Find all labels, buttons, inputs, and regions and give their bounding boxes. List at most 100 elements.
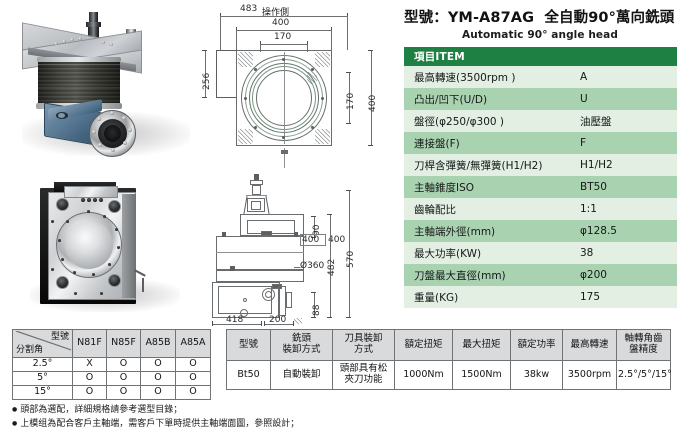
dim-570: 570 (346, 250, 356, 268)
spec-item-value: φ200 (574, 264, 678, 286)
index-availability-cell: O (140, 384, 176, 400)
spec-item-value: φ128.5 (574, 220, 678, 242)
spec-row: 凸出/凹下(U/D)U (404, 88, 678, 110)
index-angle-value: 5° (12, 370, 73, 386)
detail-cell-value: 1500Nm (452, 360, 511, 390)
index-model-header: N85F (106, 329, 141, 358)
title-block: 型號：YM-A87AG 全自動90°萬向銑頭 Automatic 90° ang… (404, 6, 676, 41)
dim-400-top: 400 (272, 18, 290, 28)
dim-200: 200 (269, 315, 287, 325)
index-availability-cell: O (106, 370, 141, 386)
spec-row: 主軸端外徑(mm)φ128.5 (404, 220, 678, 242)
index-availability-cell: O (140, 357, 176, 372)
detail-table-header-row: 型號銑頭裝卸方式刀具裝卸方式額定扭矩最大扭矩額定功率最高轉速軸轉角齒盤精度 (226, 329, 671, 361)
index-model-header: A85A (175, 329, 211, 358)
dim-170-top: 170 (274, 32, 292, 42)
index-availability-cell: O (106, 384, 141, 400)
detail-column-header: 型號 (226, 329, 271, 361)
dim-418: 418 (226, 315, 244, 325)
index-availability-cell: O (175, 370, 211, 386)
footnote-item: 上模组為配合客戶主軸端，需客戶下單時提供主軸端面圖，參照設計； (12, 418, 442, 432)
footnote-item: 頭部為選配，詳細規格請參考選型目錄； (12, 404, 442, 418)
spec-item-label: 連接盤(F) (404, 132, 574, 154)
page-subtitle: Automatic 90° angle head (462, 29, 618, 41)
model-label: 型號： (404, 10, 448, 26)
dim-256-left: 256 (202, 72, 212, 90)
index-corner-angle-label: 分割角 (16, 344, 44, 355)
detail-column-header: 最大扭矩 (452, 329, 511, 361)
dim-482: 482 (327, 258, 337, 276)
spec-item-value: 38 (574, 242, 678, 264)
detail-cell-value: 頭部具有松夾刀功能 (332, 360, 395, 390)
spec-item-label: 刀盤最大直徑(mm) (404, 264, 574, 286)
drawing-front-view: 90 400 400 Ø360 482 570 88 418 200 (212, 168, 404, 326)
index-table-header-row: 型號 分割角 N81F N85F A85B A85A (12, 329, 211, 358)
spec-item-label: 刀桿含彈簧/無彈簧(H1/H2) (404, 154, 574, 176)
spec-item-value: 1:1 (574, 198, 678, 220)
detail-column-header: 額定扭矩 (394, 329, 453, 361)
dim-400-b: 400 (328, 235, 346, 245)
spec-row: 最大功率(KW)38 (404, 242, 678, 264)
index-availability-cell: O (72, 370, 107, 386)
spec-header-label: 項目ITEM (404, 47, 678, 66)
detail-column-header: 軸轉角齒盤精度 (616, 329, 671, 361)
index-angle-value: 15° (12, 384, 73, 400)
detail-column-header: 刀具裝卸方式 (332, 329, 395, 361)
spec-header-row: 項目ITEM (404, 47, 678, 66)
spec-item-value: U (574, 88, 678, 110)
detail-cell-value: 自動裝卸 (270, 360, 333, 390)
spec-item-value: 175 (574, 286, 678, 308)
index-availability-cell: O (175, 357, 211, 372)
drawing-top-view: 483 操作側 400 170 (202, 2, 404, 168)
index-availability-cell: O (106, 357, 141, 372)
dim-bore-360: Ø360 (300, 261, 325, 271)
detail-column-header: 最高轉速 (562, 329, 617, 361)
spec-item-label: 齒輪配比 (404, 198, 574, 220)
detail-cell-value: Bt50 (226, 360, 271, 390)
dim-88: 88 (312, 304, 322, 316)
spec-row: 重量(KG)175 (404, 286, 678, 308)
footnotes: 頭部為選配，詳細規格請參考選型目錄； 上模组為配合客戶主軸端，需客戶下單時提供主… (12, 404, 442, 431)
spec-item-label: 最大功率(KW) (404, 242, 574, 264)
spec-item-label: 盤徑(φ250/φ300 ) (404, 110, 574, 132)
detail-cell-value: 3500rpm (562, 360, 617, 390)
product-photo-milling-head (4, 4, 209, 164)
index-availability-cell: O (140, 370, 176, 386)
spec-row: 刀盤最大直徑(mm)φ200 (404, 264, 678, 286)
spec-row: 最高轉速(3500rpm )A (404, 66, 678, 88)
index-model-header: N81F (72, 329, 107, 358)
spec-row: 刀桿含彈簧/無彈簧(H1/H2)H1/H2 (404, 154, 678, 176)
spec-item-value: F (574, 132, 678, 154)
index-availability-cell: X (72, 357, 107, 372)
label-operation-side: 操作側 (262, 8, 290, 18)
spec-item-label: 主軸端外徑(mm) (404, 220, 574, 242)
model-desc: 全自動90°萬向銑頭 (544, 10, 675, 26)
detail-column-header: 額定功率 (510, 329, 563, 361)
detail-spec-table: 型號銑頭裝卸方式刀具裝卸方式額定扭矩最大扭矩額定功率最高轉速軸轉角齒盤精度 Bt… (226, 329, 672, 390)
spec-row: 盤徑(φ250/φ300 )油壓盤 (404, 110, 678, 132)
index-model-header: A85B (140, 329, 176, 358)
spec-item-label: 最高轉速(3500rpm ) (404, 66, 574, 88)
spec-item-value: H1/H2 (574, 154, 678, 176)
index-corner-model-label: 型號 (50, 332, 69, 342)
detail-column-header: 銑頭裝卸方式 (270, 329, 333, 361)
spec-item-label: 凸出/凹下(U/D) (404, 88, 574, 110)
spec-row: 連接盤(F)F (404, 132, 678, 154)
spec-item-label: 重量(KG) (404, 286, 574, 308)
page-title: 型號：YM-A87AG 全自動90°萬向銑頭 (404, 6, 676, 27)
spec-item-value: 油壓盤 (574, 110, 678, 132)
index-angle-value: 2.5° (12, 357, 73, 372)
spec-item-value: A (574, 66, 678, 88)
detail-cell-value: 38kw (510, 360, 563, 390)
index-table-corner-header: 型號 分割角 (12, 329, 73, 358)
index-availability-cell: O (175, 384, 211, 400)
